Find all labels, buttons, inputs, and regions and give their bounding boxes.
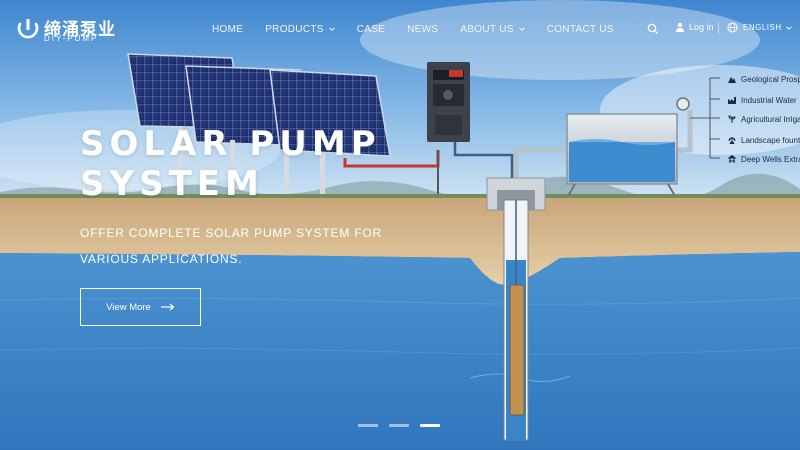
login-link[interactable]: Log in (675, 22, 714, 32)
application-label: Geological Prospe (741, 74, 800, 84)
nav-item-contact-us[interactable]: CONTACT US (547, 22, 614, 36)
hero-title: SOLAR PUMP SYSTEM (80, 124, 381, 204)
brand-name-en: DIY-PUMP (44, 34, 99, 43)
nav-item-news[interactable]: NEWS (407, 22, 438, 36)
login-label: Log in (689, 22, 714, 32)
hero-title-line-1: SOLAR PUMP (80, 124, 381, 164)
nav-item-label: CASE (356, 23, 386, 35)
language-selector[interactable]: ENGLISH (727, 22, 792, 33)
chevron-down-icon (785, 25, 792, 30)
chevron-down-icon (328, 27, 335, 31)
carousel-dot-3[interactable] (420, 424, 440, 427)
chevron-down-icon (518, 27, 525, 31)
nav-item-case[interactable]: CASE (357, 22, 385, 36)
search-icon[interactable] (647, 23, 659, 35)
mountain-icon (728, 77, 736, 83)
water-tank (566, 113, 678, 197)
arrow-right-icon (160, 303, 175, 311)
main-nav: HOME PRODUCTS CASE NEWS ABOUT US CONTACT… (212, 22, 636, 36)
well (486, 177, 546, 441)
globe-icon (727, 22, 738, 33)
site-header: 缔涌泵业 DIY-PUMP HOME PRODUCTS CASE NEWS AB… (0, 0, 800, 56)
user-icon (676, 22, 684, 32)
nav-item-products[interactable]: PRODUCTS (265, 22, 335, 36)
factory-icon (728, 97, 736, 104)
list-item: Agricultural Irrigati (728, 113, 800, 125)
fountain-icon (728, 137, 736, 144)
application-label: Agricultural Irrigati (741, 114, 800, 124)
applications-bracket (690, 77, 720, 159)
well-icon (728, 155, 736, 163)
nav-item-about-us[interactable]: ABOUT US (460, 22, 525, 36)
language-label: ENGLISH (743, 23, 782, 32)
list-item: Industrial Water (728, 94, 797, 106)
carousel-dot-2[interactable] (389, 424, 409, 427)
nav-item-label: HOME (212, 23, 244, 35)
nav-item-label: CONTACT US (546, 23, 614, 35)
view-more-button[interactable]: View More (80, 288, 201, 326)
hero-subtitle: OFFER COMPLETE SOLAR PUMP SYSTEM FOR VAR… (80, 226, 382, 266)
nav-item-home[interactable]: HOME (212, 22, 243, 36)
header-divider (718, 22, 719, 34)
list-item: Landscape fountai (728, 134, 800, 146)
list-item: Geological Prospe (728, 73, 800, 85)
view-more-label: View More (106, 301, 151, 313)
brand-logo[interactable]: 缔涌泵业 DIY-PUMP (16, 14, 116, 43)
application-label: Deep Wells Extrac (741, 154, 800, 164)
pump-controller (427, 62, 470, 142)
application-label: Landscape fountai (741, 135, 800, 145)
carousel-indicators (358, 424, 440, 427)
brand-logo-icon (17, 19, 39, 39)
nav-item-label: PRODUCTS (265, 23, 324, 35)
hero-title-line-2: SYSTEM (80, 164, 264, 204)
brand-name-cn: 缔涌泵业 (44, 20, 116, 40)
solar-panels (127, 53, 391, 194)
application-label: Industrial Water (741, 95, 797, 105)
nav-item-label: NEWS (407, 23, 439, 35)
carousel-dot-1[interactable] (358, 424, 378, 427)
list-item: Deep Wells Extrac (728, 153, 800, 165)
nav-item-label: ABOUT US (460, 23, 514, 35)
sprout-icon (728, 115, 736, 123)
